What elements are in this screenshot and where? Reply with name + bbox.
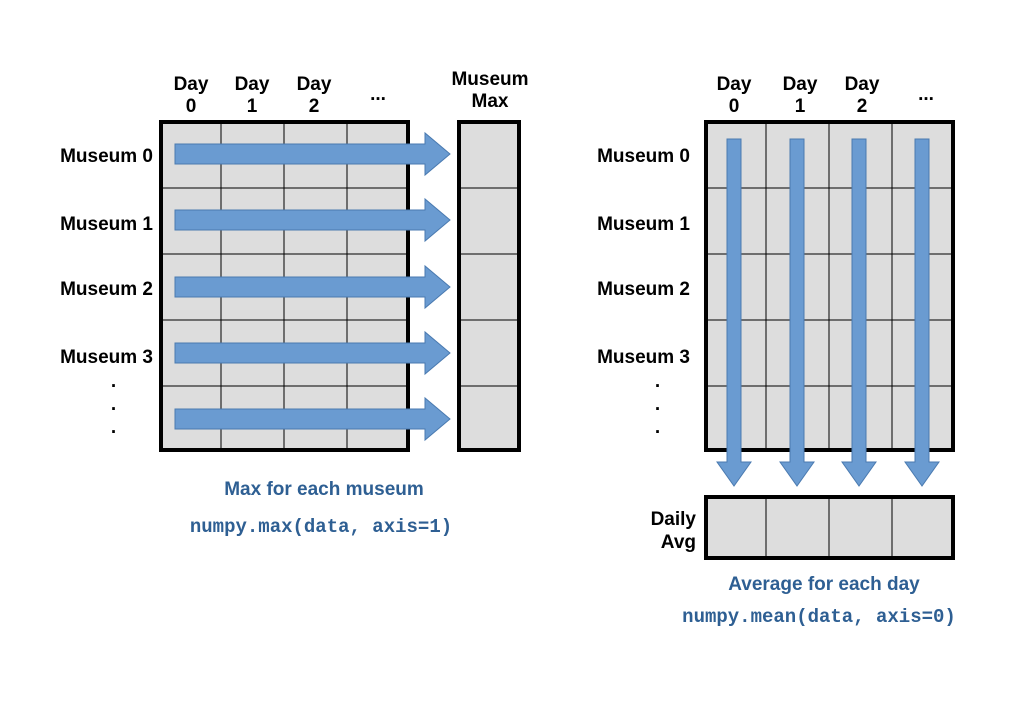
left-col-header-2-line1: Day (297, 74, 332, 95)
right-row-ellipsis-dot-1: · (655, 399, 661, 420)
right-panel: Day 0 Day 1 Day 2 ... Museum 0 Museum 1 … (597, 74, 956, 628)
right-row-label-1: Museum 1 (597, 214, 690, 235)
left-row-ellipsis-dot-0: · (111, 376, 117, 397)
left-col-header-1-line2: 1 (247, 96, 258, 117)
right-caption: Average for each day (728, 574, 920, 595)
right-result-row (704, 495, 955, 560)
left-row-label-1: Museum 1 (60, 214, 153, 235)
left-arrow-row-4 (174, 396, 451, 442)
right-col-header-1-line1: Day (783, 74, 818, 95)
left-col-header-0-line2: 0 (186, 96, 197, 117)
right-arrows (716, 138, 940, 487)
right-result-label-line2: Avg (661, 532, 696, 553)
left-row-ellipsis-dot-2: · (111, 422, 117, 443)
right-arrow-col-3 (904, 138, 940, 487)
right-col-header-0-line2: 0 (729, 96, 740, 117)
right-row-ellipsis-dot-2: · (655, 422, 661, 443)
left-arrows (174, 131, 451, 442)
left-row-label-0: Museum 0 (60, 146, 153, 167)
left-row-label-3: Museum 3 (60, 347, 153, 368)
right-code: numpy.mean(data, axis=0) (682, 606, 956, 628)
right-row-label-2: Museum 2 (597, 279, 690, 300)
left-code: numpy.max(data, axis=1) (190, 516, 452, 538)
right-col-header-1-line2: 1 (795, 96, 806, 117)
left-arrow-row-3 (174, 330, 451, 376)
left-result-background (459, 122, 519, 450)
right-col-header-2-line2: 2 (857, 96, 868, 117)
right-result-lines (765, 497, 893, 558)
right-arrow-col-0 (716, 138, 752, 487)
left-result-header-line1: Museum (451, 69, 528, 90)
right-grid-border (704, 120, 955, 452)
left-result-border (457, 120, 521, 452)
right-col-header-ellipsis: ... (918, 84, 934, 105)
right-row-label-0: Museum 0 (597, 146, 690, 167)
left-col-header-2-line2: 2 (309, 96, 320, 117)
right-result-label-line1: Daily (651, 509, 697, 530)
left-caption: Max for each museum (224, 479, 424, 500)
right-grid-lines (706, 122, 953, 450)
left-row-ellipsis-dot-1: · (111, 399, 117, 420)
left-result-header-line2: Max (472, 91, 509, 112)
right-arrow-col-2 (841, 138, 877, 487)
left-col-header-1-line1: Day (235, 74, 270, 95)
left-arrow-row-2 (174, 264, 451, 310)
left-arrow-row-0 (174, 131, 451, 177)
right-col-header-0-line1: Day (717, 74, 752, 95)
left-result-lines (459, 187, 519, 387)
right-result-border (704, 495, 955, 560)
left-col-header-ellipsis: ... (370, 84, 386, 105)
left-col-header-0-line1: Day (174, 74, 209, 95)
right-col-header-2-line1: Day (845, 74, 880, 95)
left-row-label-2: Museum 2 (60, 279, 153, 300)
right-row-ellipsis-dot-0: · (655, 376, 661, 397)
left-arrow-row-1 (174, 197, 451, 243)
right-row-label-3: Museum 3 (597, 347, 690, 368)
right-arrow-col-1 (779, 138, 815, 487)
left-panel: Day 0 Day 1 Day 2 ... Museum Max Museum … (60, 69, 528, 538)
left-result-column (457, 120, 521, 452)
right-data-grid (704, 120, 955, 452)
